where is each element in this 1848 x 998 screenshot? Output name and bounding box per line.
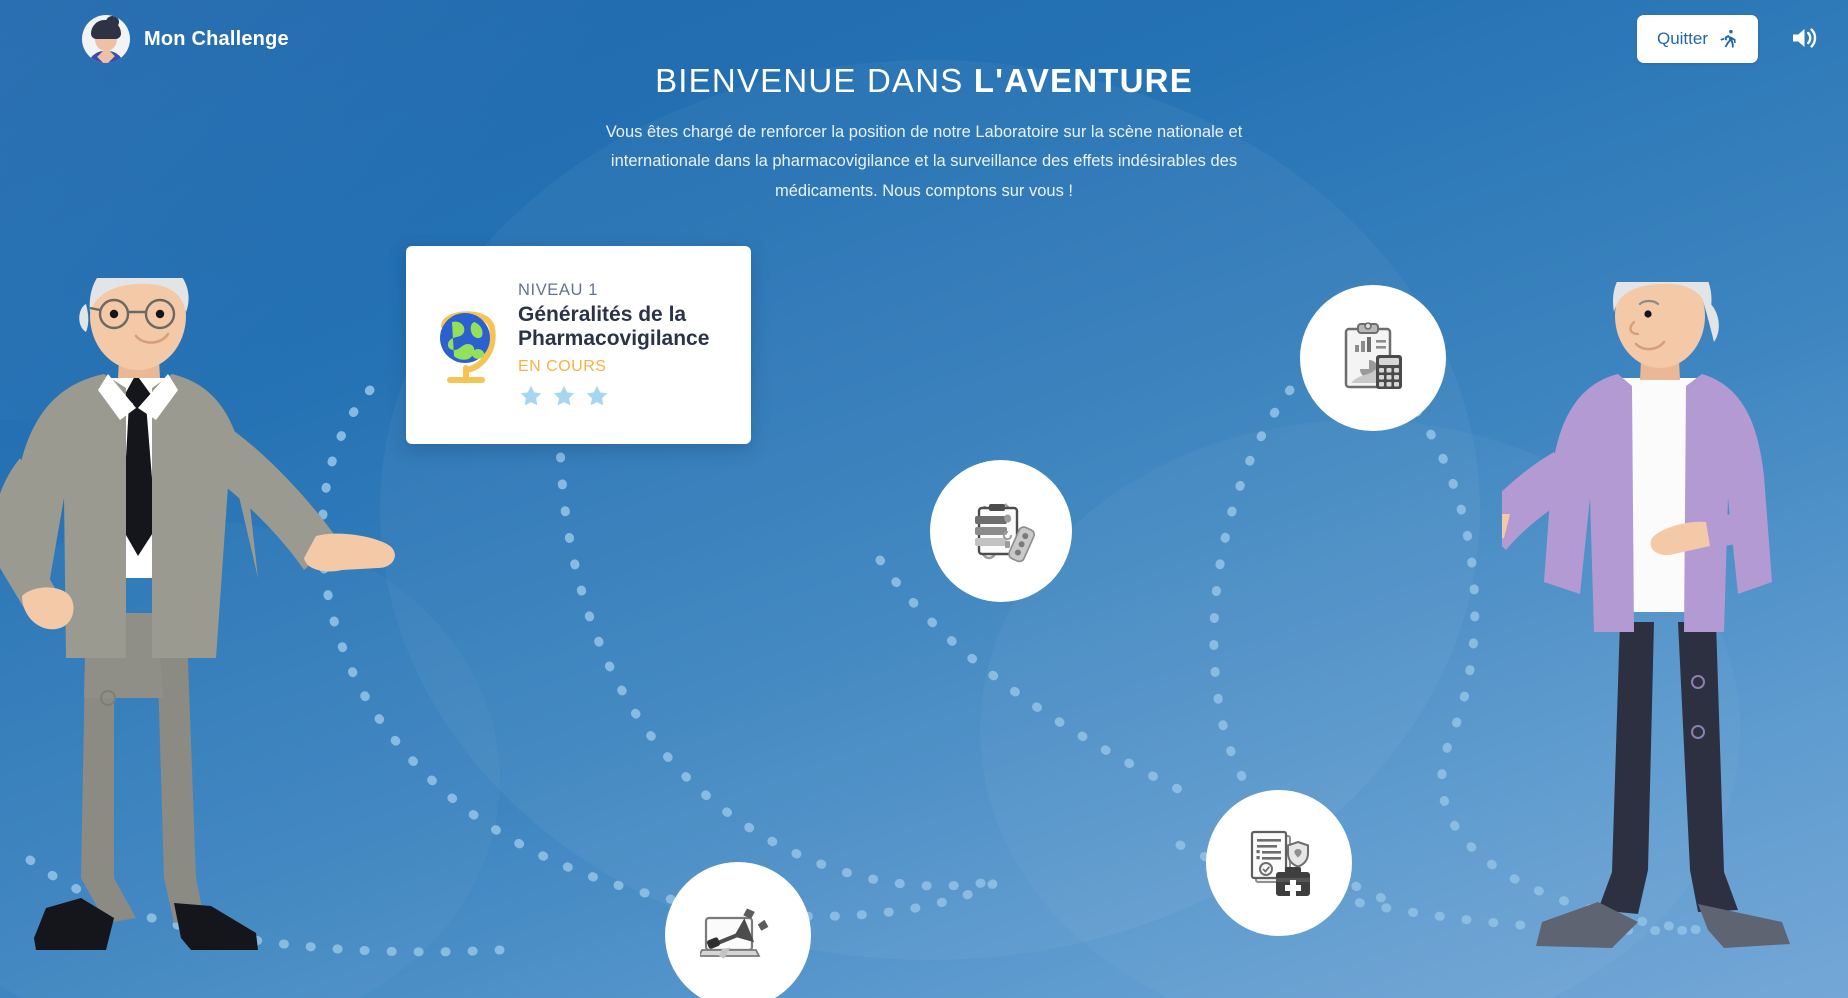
brand-logo: Mon Challenge — [82, 15, 289, 63]
level-card-1[interactable]: NIVEAU 1 Généralités de la Pharmacovigil… — [406, 246, 751, 444]
hero-intro-text: Vous êtes chargé de renforcer la positio… — [605, 123, 1243, 200]
clipboard-chart-calculator-icon — [1338, 321, 1408, 395]
app-header: Mon Challenge Quitter — [0, 0, 1848, 78]
star-icon — [586, 386, 608, 406]
hero-block: BIENVENUE DANS L'AVENTURE Vous êtes char… — [0, 62, 1848, 206]
header-actions: Quitter — [1636, 15, 1824, 63]
medical-clipboard-stethoscope-icon — [965, 494, 1037, 568]
brand-name: Mon Challenge — [144, 27, 289, 50]
level-node-laptop-megaphone[interactable] — [665, 862, 811, 998]
elderly-man-pointing-illustration — [0, 256, 406, 983]
level-number-label: NIVEAU 1 — [518, 280, 598, 299]
level-node-documents-shield-medkit[interactable] — [1206, 790, 1352, 936]
volume-on-icon — [1789, 24, 1819, 55]
level-star-rating — [518, 383, 733, 409]
level-node-clipboard-chart-calculator[interactable] — [1300, 285, 1446, 431]
level-title: Généralités de la Pharmacovigilance — [518, 302, 710, 350]
globe-icon — [424, 306, 510, 384]
star-icon — [553, 386, 575, 406]
sound-toggle-button[interactable] — [1784, 19, 1824, 59]
star-icon — [520, 386, 542, 406]
level-card-text: NIVEAU 1 Généralités de la Pharmacovigil… — [510, 281, 733, 410]
level-node-medical-clipboard[interactable] — [930, 460, 1072, 602]
documents-shield-medkit-icon — [1242, 826, 1316, 900]
page-title-light: BIENVENUE DANS — [655, 62, 964, 99]
running-person-icon — [1718, 28, 1738, 50]
level-status-badge: EN COURS — [518, 358, 607, 376]
page-title-bold: L'AVENTURE — [973, 62, 1193, 99]
laptop-megaphone-icon — [700, 904, 776, 966]
user-avatar-icon — [82, 15, 130, 63]
page-title: BIENVENUE DANS L'AVENTURE — [0, 62, 1848, 100]
elderly-woman-presenting-illustration — [1439, 254, 1832, 987]
quit-button-label: Quitter — [1656, 29, 1708, 48]
quit-button[interactable]: Quitter — [1636, 15, 1758, 63]
